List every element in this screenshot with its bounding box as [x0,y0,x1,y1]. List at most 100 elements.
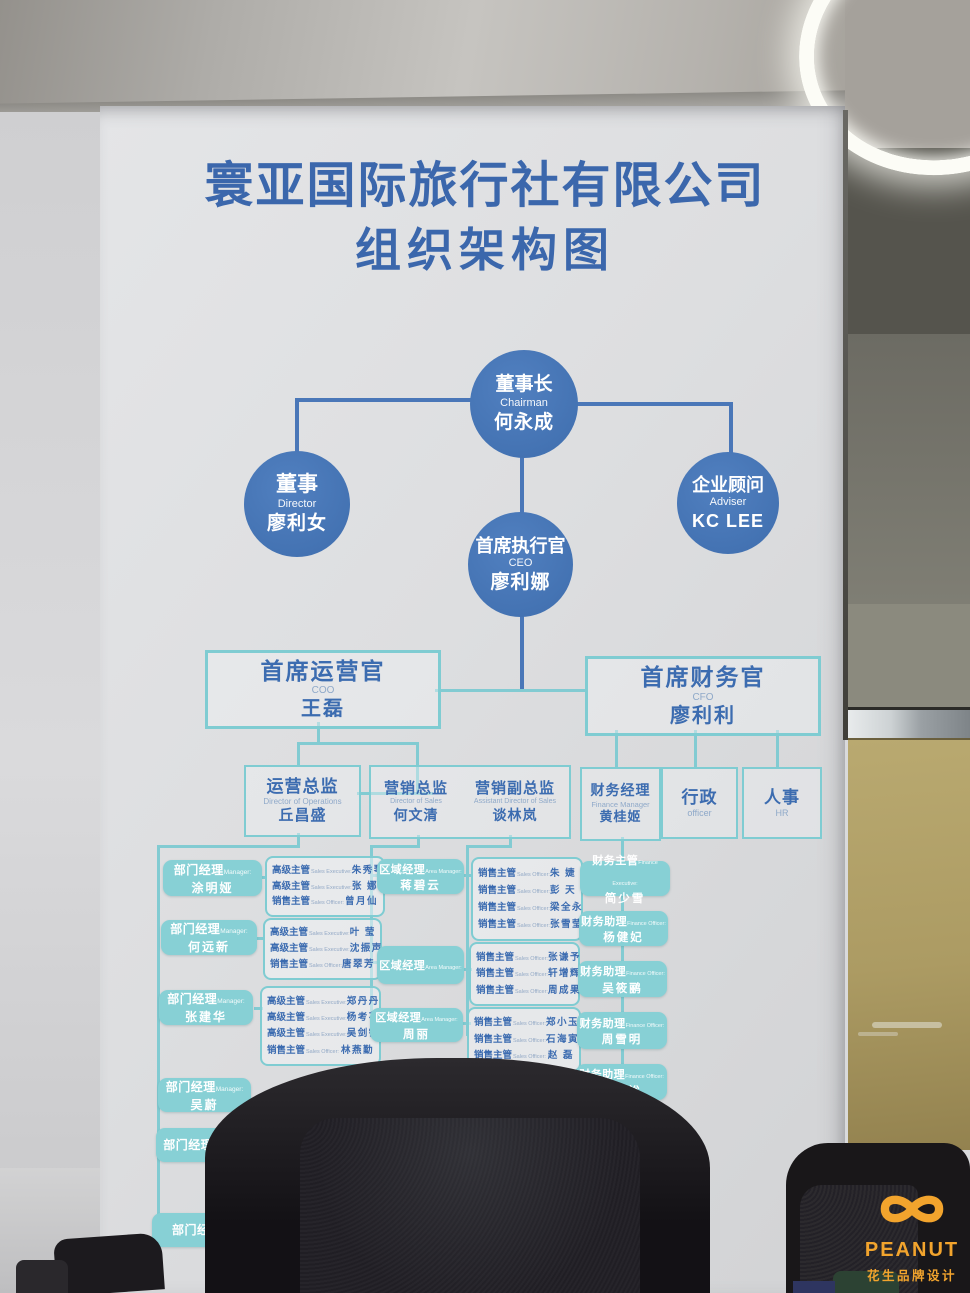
staff-role: 销售主管 [476,984,515,996]
staff-role: 销售主管 [474,1017,513,1029]
peanut-infinity-icon [880,1195,944,1223]
node-title: 区域经理 [379,959,426,972]
connector-trunk [621,837,624,1068]
staff-role: 高级主管 [270,943,309,955]
node-subtitle: Finance Officer: [626,971,665,978]
poster-edge-shadow [843,110,848,740]
connector-stub [254,1007,263,1010]
staff-role: 销售主管 [478,867,517,879]
node-title: 董事长 [495,374,553,396]
staff-role: 销售主管 [478,918,517,930]
node-name: 谈林岚 [492,807,538,823]
node-subtitle: CFO [692,691,714,703]
staff-role-en: Sales Officer: [513,1054,546,1061]
connector-trunk [466,845,469,1036]
connector-line [357,792,433,795]
connector-line [157,845,300,848]
staff-role: 高级主管 [272,865,311,877]
node-subtitle: officer [687,808,712,818]
node-subtitle: Director of Operations [263,797,342,807]
connector-line [297,398,474,402]
staff-role-en: Sales Officer: [306,1048,339,1055]
node-name: KC LEE [691,510,764,531]
node-title: 财务助理 [579,1017,626,1030]
staff-name: 郑小玉 [545,1017,579,1029]
node-title-row: 部门经理Manager: [159,989,253,1010]
org-node-sales-deputy: 营销副总监 Assistant Director of Sales 谈林岚 [474,780,556,825]
staff-role: 销售主管 [476,951,515,963]
node-title-row: 部门经理Manager: [158,1077,251,1098]
org-node-area-manager: 区域经理Area Manager: 周丽 [370,1008,463,1042]
staff-role-en: Sales Officer: [515,955,548,962]
connector-line [520,456,524,516]
cardboard-panel [848,738,970,1150]
node-name: 廖利娜 [490,571,551,593]
watermark-tagline: 花生品牌设计 [866,1269,957,1283]
node-title: 财务助理 [581,915,628,928]
peanut-watermark: PEANUT 花生品牌设计 [856,1186,968,1284]
org-node-finance-executive: 财务主管Finance Executive: 简少雪 [580,855,670,905]
staff-name: 张谦予 [547,951,581,963]
connector-line [729,402,733,455]
connector-line [509,835,512,847]
staff-name: 吴剑锋 [346,1028,380,1040]
staff-name: 郑丹丹 [346,995,380,1007]
node-subtitle: Director [277,498,317,511]
node-subtitle: Area Manager: [425,964,462,971]
connector-line [574,402,732,406]
staff-name: 朱 婕 [549,867,577,879]
staff-role-en: Sales Officer: [517,888,550,895]
staff-role: 销售主管 [272,896,311,908]
poster-title-line2: 组织架构图 [355,224,615,276]
staff-role-en: Sales Officer: [513,1021,546,1028]
staff-role: 销售主管 [474,1050,513,1062]
node-subtitle: Manager: [223,868,252,876]
staff-role: 高级主管 [272,880,311,892]
node-subtitle: Manager: [220,928,248,936]
chair-cushion [793,1281,835,1293]
connector-line [466,845,512,848]
left-wall [0,112,102,1293]
org-node-finance-manager: 财务经理 Finance Manager 黄桂姬 [580,767,661,841]
staff-role-en: Sales Executive: [311,869,352,876]
node-name: 周雪明 [601,1034,643,1047]
org-node-chairman: 董事长 Chairman 何永成 [470,350,578,458]
node-title-row: 区域经理Area Manager: [377,859,464,880]
node-title: 营销总监 [383,779,448,797]
node-name: 王磊 [301,698,345,721]
node-subtitle: COO [311,685,335,697]
node-title: 部门经理 [165,1079,216,1094]
node-title: 部门经理 [170,922,221,937]
staff-role-en: Sales Officer: [513,1037,546,1044]
org-node-ceo: 首席执行官 CEO 廖利娜 [468,512,573,617]
node-name: 何远新 [187,940,230,955]
staff-name: 沈振声 [349,943,383,955]
node-subtitle: Adviser [709,496,747,509]
node-name: 黄桂姬 [599,809,642,825]
connector-line [615,730,618,768]
node-title: 企业顾问 [692,474,764,495]
connector-line [520,612,524,692]
node-title-row: 部门经理Manager: [161,919,257,940]
node-title: 人事 [764,787,800,807]
connector-line [297,742,419,745]
node-name: 廖利利 [670,704,736,727]
right-wall-dark [845,148,970,334]
connector-line [417,835,420,847]
org-node-coo: 首席运营官 COO 王磊 [205,650,441,729]
node-subtitle: Director of Sales [390,798,442,806]
node-name: 吴蔚 [190,1097,219,1112]
staff-role-en: Sales Officer: [515,988,548,995]
office-chair-armrest [53,1232,165,1293]
